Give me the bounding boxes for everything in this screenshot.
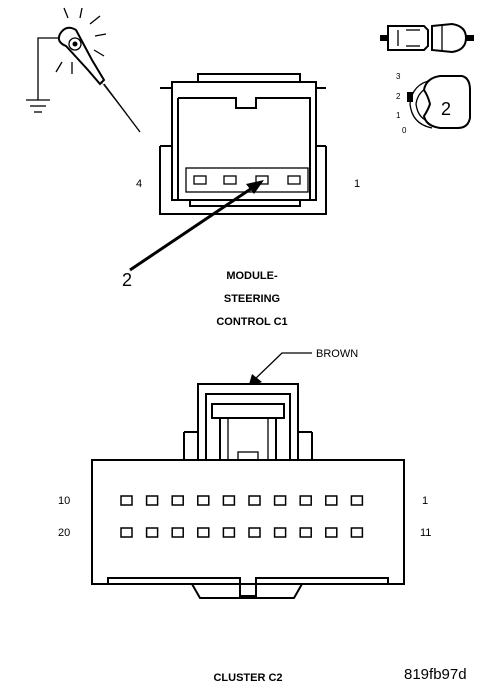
ignition-position-3: 3 xyxy=(396,72,401,81)
c2-cavity xyxy=(120,495,133,506)
connector-c2: BROWN 10 1 20 11 xyxy=(58,348,431,599)
c1-callout-number: 2 xyxy=(122,270,132,290)
c2-cavity xyxy=(145,527,159,538)
c2-row1-left-label: 10 xyxy=(58,495,70,507)
c1-pin-label-right: 1 xyxy=(354,178,360,190)
ignition-position-0: 0 xyxy=(402,126,407,135)
c2-cavity xyxy=(350,495,364,506)
ground-symbol-icon xyxy=(26,99,50,113)
c2-cavity xyxy=(171,527,184,538)
c2-cavity xyxy=(273,495,287,506)
c2-cavity xyxy=(273,527,287,538)
c1-title-line-3: CONTROL C1 xyxy=(216,316,287,328)
c2-cavity xyxy=(325,495,338,506)
c1-title-line-2: STEERING xyxy=(224,293,280,305)
c2-cavity xyxy=(120,527,133,538)
c2-cavity xyxy=(299,527,312,538)
ignition-position-1: 1 xyxy=(396,111,401,120)
test-light-icon xyxy=(37,7,141,133)
c2-row2-left-label: 20 xyxy=(58,527,70,539)
c2-row1-right-label: 1 xyxy=(422,495,428,507)
c2-cavity xyxy=(248,527,261,538)
c2-cavity xyxy=(325,527,338,538)
c2-cavity xyxy=(248,495,261,506)
c1-pin-label-left: 4 xyxy=(136,178,142,190)
c2-cavity xyxy=(171,495,184,506)
c2-wire-color-label: BROWN xyxy=(316,348,358,360)
c1-title-line-1: MODULE- xyxy=(226,270,278,282)
c2-cavity xyxy=(197,527,210,538)
c2-row2-right-label: 11 xyxy=(420,527,431,539)
c2-cavity xyxy=(299,495,312,506)
c1-callout: 2 xyxy=(122,180,264,290)
c2-cavity xyxy=(197,495,210,506)
c2-cavity xyxy=(350,527,364,538)
figure-id: 819fb97d xyxy=(404,666,467,683)
c2-title: CLUSTER C2 xyxy=(213,672,282,684)
ignition-switch-icon: 3 2 1 0 2 xyxy=(396,72,471,135)
c2-cavity xyxy=(222,495,236,506)
c2-cavity xyxy=(222,527,236,538)
c2-cavity xyxy=(145,495,159,506)
connector-disconnect-icon xyxy=(380,22,474,54)
ignition-selected-position: 2 xyxy=(441,99,451,119)
ignition-position-2: 2 xyxy=(396,92,401,101)
connector-c1: 4 1 xyxy=(136,73,360,215)
